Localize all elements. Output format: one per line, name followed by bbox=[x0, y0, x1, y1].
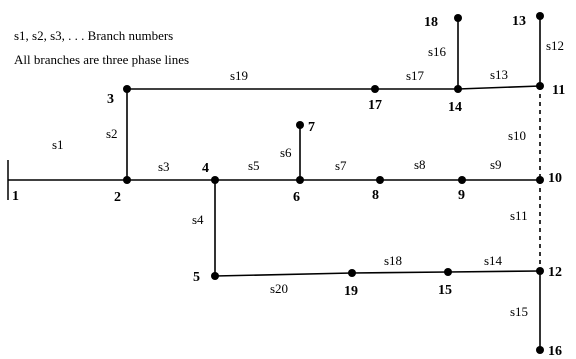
node-label-6: 6 bbox=[293, 190, 300, 205]
node-label-4: 4 bbox=[202, 161, 209, 176]
branch-label-s14: s14 bbox=[484, 253, 503, 268]
node-label-19: 19 bbox=[344, 284, 358, 299]
branch-label-s4: s4 bbox=[192, 212, 204, 227]
branch-label-s5: s5 bbox=[248, 158, 260, 173]
branch-label-s1: s1 bbox=[52, 137, 64, 152]
node-label-2: 2 bbox=[114, 190, 121, 205]
branch-label-s2: s2 bbox=[106, 126, 118, 141]
branch-label-s17: s17 bbox=[406, 68, 425, 83]
node-dot-9 bbox=[458, 176, 466, 184]
node-label-5: 5 bbox=[193, 270, 200, 285]
node-dot-11 bbox=[536, 82, 544, 90]
node-label-16: 16 bbox=[548, 344, 562, 359]
node-dot-4 bbox=[211, 176, 219, 184]
legend-line-2: All branches are three phase lines bbox=[14, 52, 189, 67]
node-dot-13 bbox=[536, 12, 544, 20]
branch-label-s10: s10 bbox=[508, 128, 526, 143]
node-label-7: 7 bbox=[308, 120, 315, 135]
branch-label-s6: s6 bbox=[280, 145, 292, 160]
branch-line-s20 bbox=[214, 272, 353, 277]
node-dots bbox=[123, 12, 544, 354]
node-label-13: 13 bbox=[512, 14, 526, 29]
node-dot-10 bbox=[536, 176, 544, 184]
node-dot-17 bbox=[371, 85, 379, 93]
branch-label-s7: s7 bbox=[335, 158, 347, 173]
node-label-10: 10 bbox=[548, 171, 562, 186]
branch-line-s14 bbox=[447, 270, 541, 273]
branch-label-s15: s15 bbox=[510, 304, 528, 319]
node-dot-12 bbox=[536, 267, 544, 275]
branch-label-s16: s16 bbox=[428, 44, 447, 59]
node-label-9: 9 bbox=[458, 188, 465, 203]
branch-label-s20: s20 bbox=[270, 281, 288, 296]
branch-label-s3: s3 bbox=[158, 159, 170, 174]
branch-label-s19: s19 bbox=[230, 68, 248, 83]
node-dot-14 bbox=[454, 85, 462, 93]
node-dot-2 bbox=[123, 176, 131, 184]
node-label-3: 3 bbox=[107, 92, 114, 107]
node-dot-15 bbox=[444, 268, 452, 276]
node-dot-8 bbox=[376, 176, 384, 184]
branch-labels: s1 s2 s3 s4 s5 s6 s7 s8 s9 s10 s11 s12 s… bbox=[52, 38, 564, 319]
branch-line-s18 bbox=[351, 271, 449, 274]
branch-label-s18: s18 bbox=[384, 253, 402, 268]
legend-line-1: s1, s2, s3, . . . Branch numbers bbox=[14, 28, 173, 43]
node-label-17: 17 bbox=[368, 98, 382, 113]
node-dot-16 bbox=[536, 346, 544, 354]
branch-label-s12: s12 bbox=[546, 38, 564, 53]
branch-label-s9: s9 bbox=[490, 157, 502, 172]
node-label-8: 8 bbox=[372, 188, 379, 203]
branch-label-s11: s11 bbox=[510, 208, 528, 223]
node-label-14: 14 bbox=[448, 100, 462, 115]
node-dot-5 bbox=[211, 272, 219, 280]
branch-line-s13 bbox=[457, 85, 541, 90]
node-label-18: 18 bbox=[424, 15, 438, 30]
node-dot-18 bbox=[454, 14, 462, 22]
node-dot-6 bbox=[296, 176, 304, 184]
branch-label-s8: s8 bbox=[414, 157, 426, 172]
node-dot-7 bbox=[296, 121, 304, 129]
node-dot-3 bbox=[123, 85, 131, 93]
branch-label-s13: s13 bbox=[490, 67, 508, 82]
node-labels: 1 2 3 4 5 6 7 8 9 10 11 12 13 14 15 16 1… bbox=[12, 14, 565, 359]
node-label-12: 12 bbox=[548, 265, 562, 280]
node-dot-19 bbox=[348, 269, 356, 277]
node-label-1: 1 bbox=[12, 189, 19, 204]
node-label-15: 15 bbox=[438, 283, 452, 298]
branch-lines bbox=[8, 16, 541, 350]
node-label-11: 11 bbox=[552, 83, 565, 98]
